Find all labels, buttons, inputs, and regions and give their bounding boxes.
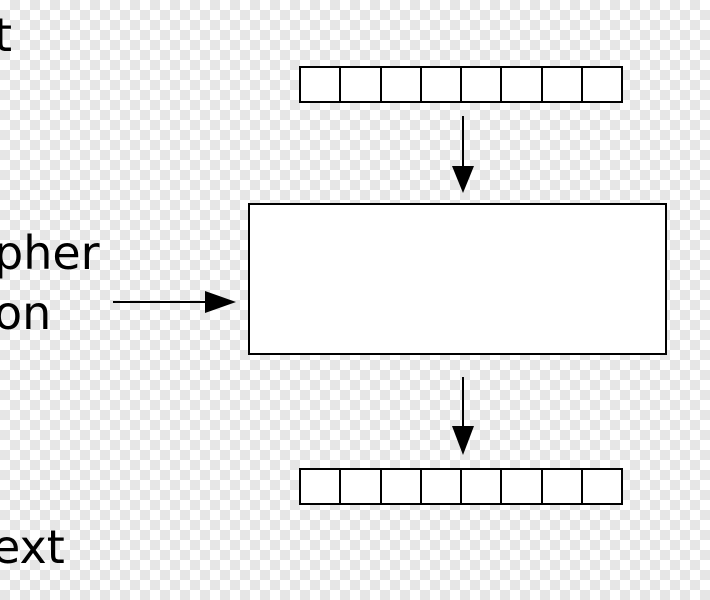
output-block-cell [543,470,583,503]
input-block [299,66,623,103]
input-block-cell [341,68,382,101]
key-label-line2: on [0,286,52,340]
output-block-cell [422,470,462,503]
output-block-cell [502,470,543,503]
cipher-function-box [248,203,667,355]
output-block-cell [583,470,621,503]
output-block-cell [382,470,422,503]
input-block-cell [583,68,621,101]
plaintext-label: t [0,8,13,62]
input-block-cell [382,68,422,101]
arrow-input-to-cipher [452,116,474,193]
output-block-cell [462,470,503,503]
input-block-cell [422,68,462,101]
key-label-line1: pher [0,226,100,280]
input-block-cell [543,68,583,101]
arrow-cipher-to-output [452,377,474,455]
arrow-key-to-cipher [113,291,236,313]
output-block-cell [301,470,342,503]
ciphertext-label: ext [0,520,65,574]
input-block-cell [462,68,503,101]
input-block-cell [502,68,543,101]
input-block-cell [301,68,342,101]
output-block-cell [341,470,382,503]
output-block [299,468,623,505]
